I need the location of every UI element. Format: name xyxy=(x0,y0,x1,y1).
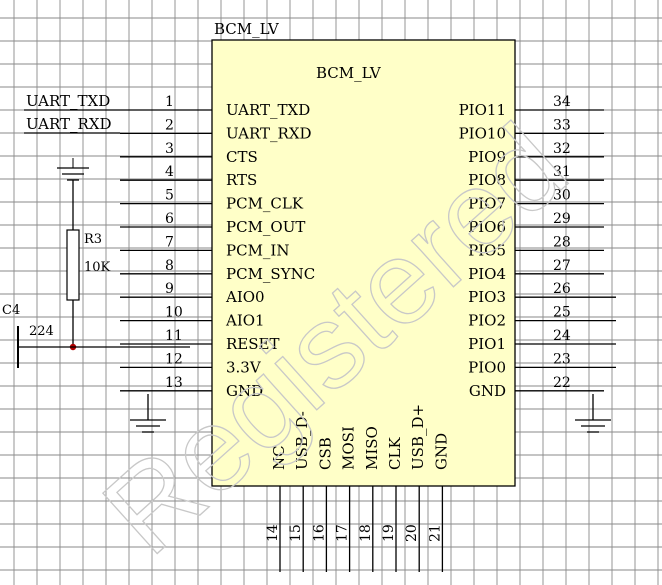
bottom-pin-name: MISO xyxy=(363,426,381,470)
right-pin-name: PIO6 xyxy=(468,218,506,236)
left-pin-name: PCM_OUT xyxy=(226,218,305,236)
ground-symbol-top xyxy=(57,158,89,181)
bottom-pin-number: 17 xyxy=(335,524,351,542)
bottom-pin-number: 16 xyxy=(311,524,327,542)
bottom-pin-name: MOSI xyxy=(340,426,358,470)
left-pin-name: GND xyxy=(226,382,263,400)
bottom-pin-name: CLK xyxy=(386,437,404,470)
right-pin-name: PIO11 xyxy=(459,101,506,119)
right-pin-number: 22 xyxy=(553,375,571,391)
bottom-pin-number: 18 xyxy=(358,524,374,542)
resistor-ref-label: R3 xyxy=(84,232,102,247)
right-pin-number: 24 xyxy=(553,328,571,344)
bottom-pin-name: GND xyxy=(432,433,450,470)
ic-body xyxy=(211,39,516,487)
left-pin-name: RESET xyxy=(226,335,279,353)
left-pin-name: UART_TXD xyxy=(226,101,310,119)
left-pin-name: RTS xyxy=(226,171,257,189)
right-pin-name: PIO10 xyxy=(459,124,506,142)
left-pin-number: 10 xyxy=(165,305,183,321)
left-pin-number: 4 xyxy=(165,164,174,180)
bottom-pin-number: 15 xyxy=(288,524,304,542)
net-label-uart-txd: UART_TXD xyxy=(26,92,110,110)
right-pin-name: PIO1 xyxy=(468,335,506,353)
ground-symbol-left xyxy=(130,394,166,433)
right-pin-number: 23 xyxy=(553,351,571,367)
left-pin-number: 1 xyxy=(165,94,174,110)
left-pin-number: 3 xyxy=(165,141,174,157)
right-pin-number: 34 xyxy=(553,94,571,110)
right-pin-number: 26 xyxy=(553,281,571,297)
right-pin-name: PIO7 xyxy=(468,195,506,213)
left-pin-group: 1 UART_TXD 2 UART_RXD 3 CTS 4 RTS 5 PCM_CLK 6 PCM_O… xyxy=(120,94,315,400)
bottom-pin-name: USB_D+ xyxy=(409,404,427,470)
bottom-pin-name: NC xyxy=(270,445,288,470)
capacitor-ref-label: C4 xyxy=(2,303,20,318)
bottom-pin-name: CSB xyxy=(316,437,334,470)
bottom-pin-name: USB_D- xyxy=(293,411,311,470)
right-pin-number: 31 xyxy=(553,164,571,180)
right-pin-name: PIO8 xyxy=(468,171,506,189)
ic-body-label: BCM_LV xyxy=(316,64,382,82)
right-pin-name: PIO0 xyxy=(468,358,506,376)
left-pin-number: 5 xyxy=(165,188,174,204)
ic-ref-label: BCM_LV xyxy=(214,20,280,38)
left-pin-number: 9 xyxy=(165,281,174,297)
bottom-pin-number: 19 xyxy=(381,524,397,542)
left-pin-number: 13 xyxy=(165,375,183,391)
left-pin-name: PCM_CLK xyxy=(226,195,304,213)
right-pin-name: PIO9 xyxy=(468,148,506,166)
left-pin-number: 7 xyxy=(165,234,174,250)
bottom-pin-number: 20 xyxy=(404,524,420,542)
left-pin-name: PCM_SYNC xyxy=(226,265,315,283)
left-pin-number: 8 xyxy=(165,258,174,274)
left-pin-name: AIO1 xyxy=(225,312,265,330)
right-pin-group: 34 PIO11 33 PIO10 32 PIO9 31 PIO8 30 PIO7 29 PIO6 28… xyxy=(459,94,616,400)
bottom-pin-group: NC 14 USB_D- 15 CSB 16 MOSI 17 MISO 18 CLK 19 USB_D+… xyxy=(265,404,450,572)
right-pin-number: 30 xyxy=(553,188,571,204)
left-pin-name: 3.3V xyxy=(226,358,262,376)
left-pin-number: 2 xyxy=(165,117,174,133)
left-pin-number: 6 xyxy=(165,211,174,227)
right-pin-number: 25 xyxy=(553,305,571,321)
right-pin-name: PIO2 xyxy=(468,312,506,330)
right-pin-number: 27 xyxy=(553,258,571,274)
left-pin-number: 11 xyxy=(165,328,183,344)
right-pin-number: 29 xyxy=(553,211,571,227)
right-pin-name: PIO5 xyxy=(468,241,506,259)
right-pin-name: PIO3 xyxy=(468,288,506,306)
resistor-value-label: 10K xyxy=(84,260,111,275)
left-pin-name: UART_RXD xyxy=(226,124,312,142)
bottom-pin-number: 14 xyxy=(265,524,281,542)
left-pin-name: AIO0 xyxy=(225,288,265,306)
right-pin-number: 28 xyxy=(553,234,571,250)
right-pin-number: 33 xyxy=(553,117,571,133)
right-pin-name: GND xyxy=(469,382,506,400)
resistor-r3-body xyxy=(66,229,80,301)
right-pin-number: 32 xyxy=(553,141,571,157)
left-pin-name: PCM_IN xyxy=(226,241,289,259)
left-pin-name: CTS xyxy=(226,148,258,166)
net-label-uart-rxd: UART_RXD xyxy=(26,115,112,133)
ground-symbol-right xyxy=(575,394,611,433)
capacitor-value-label: 224 xyxy=(29,324,54,339)
bottom-pin-number: 21 xyxy=(427,524,443,542)
right-pin-name: PIO4 xyxy=(468,265,506,283)
left-pin-number: 12 xyxy=(165,351,183,367)
